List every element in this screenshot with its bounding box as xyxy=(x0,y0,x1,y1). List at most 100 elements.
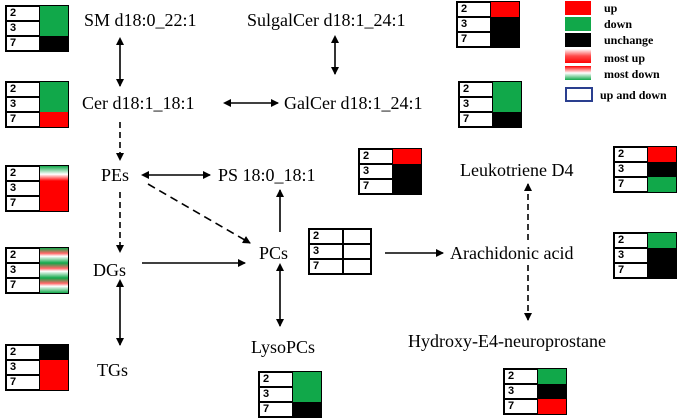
matrix-cell-up xyxy=(648,147,676,162)
matrix-row-label: 3 xyxy=(309,244,343,259)
matrix-cell-down xyxy=(40,6,68,21)
matrix-cell-up xyxy=(40,112,68,127)
matrix-row-label: 7 xyxy=(6,112,40,127)
matrix-cell-down xyxy=(648,233,676,248)
matrix-cell-unchange xyxy=(491,17,519,32)
matrix-cell-none xyxy=(343,259,371,274)
node-arachidonic: Arachidonic acid xyxy=(450,243,574,263)
matrix-cell-unchange xyxy=(40,345,68,360)
node-galcer: GalCer d18:1_24:1 xyxy=(284,93,423,113)
matrix-row-label: 7 xyxy=(457,32,491,47)
matrix-cell-up xyxy=(40,196,68,211)
matrix-row-label: 7 xyxy=(459,112,493,127)
matrix-row-label: 7 xyxy=(6,36,40,51)
matrix-row-label: 3 xyxy=(359,164,393,179)
matrix-row-label: 3 xyxy=(457,17,491,32)
matrix-row-label: 2 xyxy=(459,82,493,97)
matrix-cell-down xyxy=(293,372,321,387)
node-tgs: TGs xyxy=(97,360,128,380)
matrix-row-label: 3 xyxy=(6,263,40,278)
legend-swatch-unchange xyxy=(565,33,591,47)
matrix-cell-unchange xyxy=(393,179,421,194)
matrix-cell-none xyxy=(343,244,371,259)
node-sm: SM d18:0_22:1 xyxy=(84,10,197,30)
matrix-row-label: 3 xyxy=(6,360,40,375)
matrix-row-label: 2 xyxy=(6,166,40,181)
matrix-row-label: 7 xyxy=(6,278,40,293)
matrix-row-label: 2 xyxy=(457,2,491,17)
matrix-cell-unchange xyxy=(293,402,321,417)
matrix-cell-up xyxy=(393,149,421,164)
legend-label-down: down xyxy=(604,17,633,31)
arrow-pes-pcs xyxy=(147,183,251,244)
matrix-cell-unchange xyxy=(648,162,676,177)
matrix-cell-unchange xyxy=(648,263,676,278)
matrix-cell-unchange xyxy=(493,112,521,127)
legend-label-up: up xyxy=(604,1,618,15)
legend-label-up-and-down: up and down xyxy=(600,88,667,102)
matrix-cell-down xyxy=(648,177,676,192)
matrix-cell-unchange xyxy=(40,36,68,51)
matrix-cell-down xyxy=(538,369,566,384)
matrix-cell-unchange xyxy=(393,164,421,179)
node-hydroxy: Hydroxy-E4-neuroprostane xyxy=(408,331,606,351)
node-pes: PEs xyxy=(101,165,130,185)
node-cer: Cer d18:1_18:1 xyxy=(82,93,195,113)
matrix-row-label: 3 xyxy=(259,387,293,402)
matrix-cell-down xyxy=(40,97,68,112)
matrix-cell-up xyxy=(40,181,68,196)
matrix-cell-unchange xyxy=(538,384,566,399)
legend-swatch-up xyxy=(565,1,591,15)
matrix-row-label: 3 xyxy=(614,162,648,177)
legend-swatch-down xyxy=(565,17,591,31)
matrix-cell-up-and-down xyxy=(40,263,68,278)
matrix-cell-down xyxy=(40,82,68,97)
matrix-row-label: 2 xyxy=(6,248,40,263)
matrix-row-label: 3 xyxy=(6,97,40,112)
matrix-row-label: 7 xyxy=(614,263,648,278)
matrix-row-label: 2 xyxy=(6,345,40,360)
matrix-row-label: 3 xyxy=(459,97,493,112)
node-pcs: PCs xyxy=(259,243,289,263)
legend-label-unchange: unchange xyxy=(604,33,654,47)
node-sulgalcer: SulgalCer d18:1_24:1 xyxy=(247,10,406,30)
matrix-row-label: 3 xyxy=(614,248,648,263)
matrix-row-label: 7 xyxy=(359,179,393,194)
matrix-row-label: 7 xyxy=(614,177,648,192)
legend-swatch-up-and-down xyxy=(565,87,593,102)
matrix-row-label: 7 xyxy=(309,259,343,274)
matrix-cell-up xyxy=(40,375,68,390)
matrix-row-label: 2 xyxy=(614,233,648,248)
node-leukotriene: Leukotriene D4 xyxy=(460,160,574,180)
matrix-row-label: 7 xyxy=(6,375,40,390)
node-dgs: DGs xyxy=(93,260,127,280)
matrix-row-label: 3 xyxy=(6,181,40,196)
matrix-row-label: 2 xyxy=(359,149,393,164)
matrix-cell-down xyxy=(493,97,521,112)
matrix-row-label: 2 xyxy=(6,82,40,97)
matrix-cell-up xyxy=(40,360,68,375)
matrix-cell-most-up xyxy=(40,166,68,181)
matrix-row-label: 2 xyxy=(614,147,648,162)
matrix-cell-none xyxy=(343,229,371,244)
matrix-row-label: 7 xyxy=(504,399,538,414)
node-lysopcs: LysoPCs xyxy=(251,337,316,357)
matrix-cell-unchange xyxy=(491,32,519,47)
matrix-cell-up xyxy=(491,2,519,17)
legend-label-most-down: most down xyxy=(604,67,660,81)
matrix-cell-down xyxy=(40,21,68,36)
legend-label-most-up: most up xyxy=(604,51,646,65)
matrix-cell-up-and-down xyxy=(40,278,68,293)
legend-swatch-most-up xyxy=(565,49,591,63)
